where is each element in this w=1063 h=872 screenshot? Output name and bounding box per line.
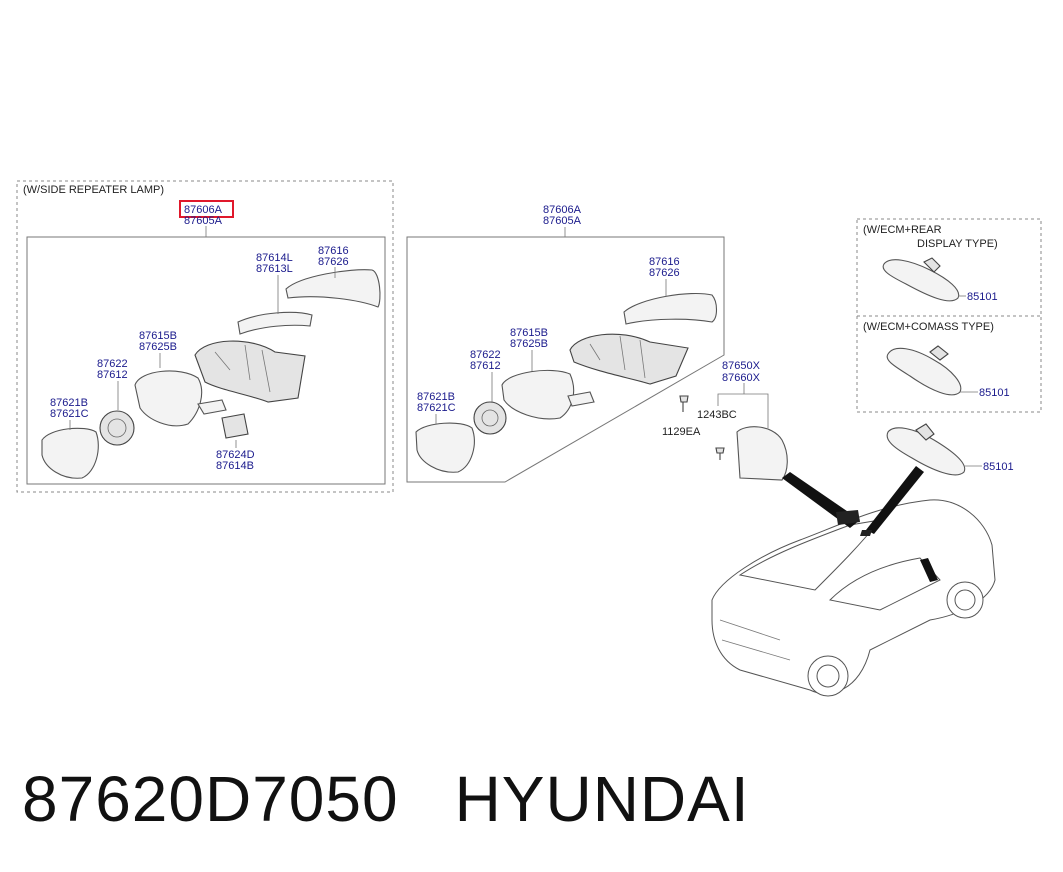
left-housing-label-1[interactable]: 87615B xyxy=(139,330,177,342)
ecm-rear-title-1: (W/ECM+REAR xyxy=(863,224,942,236)
left-cover-label-1[interactable]: 87614L xyxy=(256,252,293,264)
left-cover-label-2[interactable]: 87613L xyxy=(256,263,293,275)
mid-glass-label-2[interactable]: 87621C xyxy=(417,402,456,414)
left-frame-tab xyxy=(197,399,227,415)
mid-mirror-housing xyxy=(569,333,689,385)
mid-cap-label-1[interactable]: 87616 xyxy=(649,256,680,268)
right-panel-dashed-frame xyxy=(856,218,1042,413)
ecm-rear-title-2: DISPLAY TYPE) xyxy=(917,238,998,250)
left-glass-label-2[interactable]: 87621C xyxy=(50,408,89,420)
inside-mirror-cover xyxy=(736,426,788,481)
part-number-text: 87620D7050 xyxy=(22,763,399,835)
left-cover-strip xyxy=(237,311,313,335)
inside-cover-label-1[interactable]: 87650X xyxy=(722,360,761,372)
vehicle-illustration xyxy=(711,466,996,697)
left-assy-top-label[interactable]: 87606A xyxy=(184,204,223,216)
mid-housing-label-1[interactable]: 87615B xyxy=(510,327,548,339)
left-assy-bottom-label[interactable]: 87605A xyxy=(184,215,223,227)
ecm-compass-part-label[interactable]: 85101 xyxy=(979,387,1010,399)
mid-frame-label-1[interactable]: 87622 xyxy=(470,349,501,361)
left-housing-detail xyxy=(214,344,271,393)
mid-actuator-inner xyxy=(481,409,499,427)
left-mirror-glass xyxy=(41,427,99,479)
left-housing-label-2[interactable]: 87625B xyxy=(139,341,177,353)
left-mirror-housing xyxy=(194,340,306,403)
mid-mirror-frame xyxy=(501,369,575,420)
ecm-compass-title: (W/ECM+COMASS TYPE) xyxy=(863,321,994,333)
car-detail-lines xyxy=(719,619,791,661)
car-door-mirror-marker xyxy=(920,558,938,582)
left-cap-label-2[interactable]: 87626 xyxy=(318,256,349,268)
left-cap-label-1[interactable]: 87616 xyxy=(318,245,349,257)
footer: 87620D7050 HYUNDAI xyxy=(22,762,750,836)
ecm-rear-mirror xyxy=(882,259,960,302)
pointer-arrow-inside xyxy=(866,466,924,534)
left-actuator xyxy=(99,410,135,446)
car-mirror-marker xyxy=(836,510,860,525)
left-lamp-label-2[interactable]: 87614B xyxy=(216,460,254,472)
left-frame-label-2[interactable]: 87612 xyxy=(97,369,128,381)
mid-actuator xyxy=(473,401,507,435)
left-mirror-cap xyxy=(285,269,381,308)
left-panel-frame xyxy=(26,236,386,485)
basic-mirror-mount xyxy=(915,423,935,441)
highlight-box xyxy=(179,200,234,218)
left-actuator-inner xyxy=(107,418,127,438)
inside-cover-label-2[interactable]: 87660X xyxy=(722,372,761,384)
basic-inside-mirror xyxy=(886,427,966,476)
ecm-rear-mount xyxy=(923,257,941,273)
left-mirror-frame xyxy=(134,370,203,427)
inside-mirror-group: 87650X 87660X 1243BC 1129EA xyxy=(662,360,788,481)
mid-frame-tab xyxy=(567,391,595,407)
left-panel: (W/SIDE REPEATER LAMP) 87606A 87605A 876… xyxy=(16,180,394,493)
car-rear-hub xyxy=(816,664,840,688)
left-repeater-lamp xyxy=(221,413,249,439)
mid-frame-label-2[interactable]: 87612 xyxy=(470,360,501,372)
car-inside-marker xyxy=(860,530,872,536)
bolt-label[interactable]: 1243BC xyxy=(697,409,737,421)
car-front-hub xyxy=(954,589,976,611)
middle-panel: 87606A 87605A 87616 87626 87615B 87625B … xyxy=(406,204,725,483)
ecm-compass-mirror xyxy=(886,347,962,396)
bolt-icon xyxy=(679,395,689,412)
mid-mirror-glass xyxy=(415,422,475,473)
screw-icon xyxy=(715,447,725,460)
mid-assy-bottom-label[interactable]: 87605A xyxy=(543,215,582,227)
brand-text: HYUNDAI xyxy=(454,763,750,835)
right-panel: (W/ECM+REAR DISPLAY TYPE) 85101 (W/ECM+C… xyxy=(856,218,1042,476)
basic-mirror-part-label[interactable]: 85101 xyxy=(983,461,1014,473)
mid-mirror-cap xyxy=(623,292,718,325)
left-lamp-label-1[interactable]: 87624D xyxy=(216,449,255,461)
mid-housing-detail xyxy=(589,335,646,379)
screw-label[interactable]: 1129EA xyxy=(662,426,701,438)
ecm-rear-part-label[interactable]: 85101 xyxy=(967,291,998,303)
left-panel-dashed-frame xyxy=(16,180,394,493)
mid-glass-label-1[interactable]: 87621B xyxy=(417,391,455,403)
ecm-compass-mount xyxy=(929,345,949,361)
mid-assy-top-label[interactable]: 87606A xyxy=(543,204,582,216)
mid-cap-label-2[interactable]: 87626 xyxy=(649,267,680,279)
left-frame-label-1[interactable]: 87622 xyxy=(97,358,128,370)
inside-cover-leader xyxy=(717,383,769,428)
middle-panel-frame xyxy=(406,236,725,483)
mid-housing-label-2[interactable]: 87625B xyxy=(510,338,548,350)
left-glass-label-1[interactable]: 87621B xyxy=(50,397,88,409)
left-panel-title: (W/SIDE REPEATER LAMP) xyxy=(23,184,164,196)
